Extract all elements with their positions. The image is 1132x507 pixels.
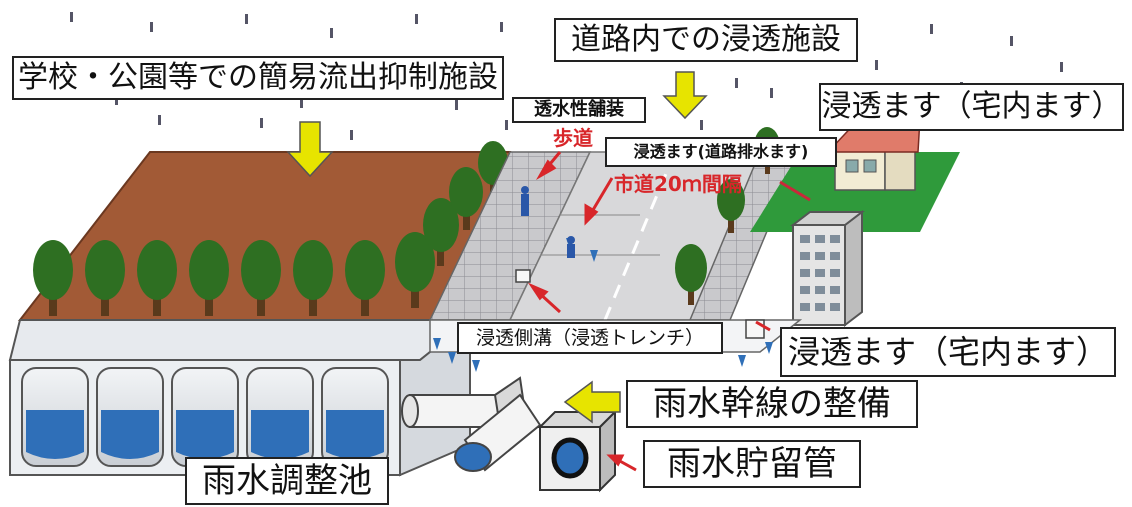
yellow-arrows (286, 71, 708, 424)
pond-tanks (21, 367, 389, 467)
storage-pipe-box (537, 409, 618, 493)
inlet-boxes (515, 269, 765, 339)
infiltration-flow-arrows (433, 238, 773, 372)
label-storage-pipe: 雨水貯留管 (643, 440, 861, 488)
detention-pond-structure (8, 317, 473, 477)
label-house-inlet-bottom: 浸透ます（宅内ます） (780, 327, 1116, 377)
label-infiltration-trench: 浸透側溝（浸透トレンチ） (457, 322, 723, 354)
label-detention-pond: 雨水調整池 (185, 457, 389, 505)
tree-row (33, 141, 508, 316)
arrow-left-trunk (563, 380, 621, 424)
pedestrians (521, 186, 575, 258)
label-road-infiltration: 道路内での浸透施設 (554, 18, 858, 62)
label-school-park: 学校・公園等での簡易流出抑制施設 (12, 56, 504, 100)
label-road-inlet: 浸透ます(道路排水ます) (605, 137, 837, 167)
arrow-down-road (662, 71, 708, 120)
label-trunk-line: 雨水幹線の整備 (626, 380, 918, 428)
arrow-down-park (286, 121, 334, 178)
label-sidewalk: 歩道 (553, 126, 593, 150)
label-city-road-interval: 市道20ｍ間隔 (614, 172, 742, 196)
apartment-building (790, 209, 865, 328)
trunk-sewer-pipes (401, 376, 542, 472)
red-pointer-arrows (527, 151, 771, 472)
label-house-inlet-top: 浸透ます（宅内ます） (819, 83, 1124, 131)
label-permeable-pavement: 透水性舗装 (512, 97, 646, 123)
